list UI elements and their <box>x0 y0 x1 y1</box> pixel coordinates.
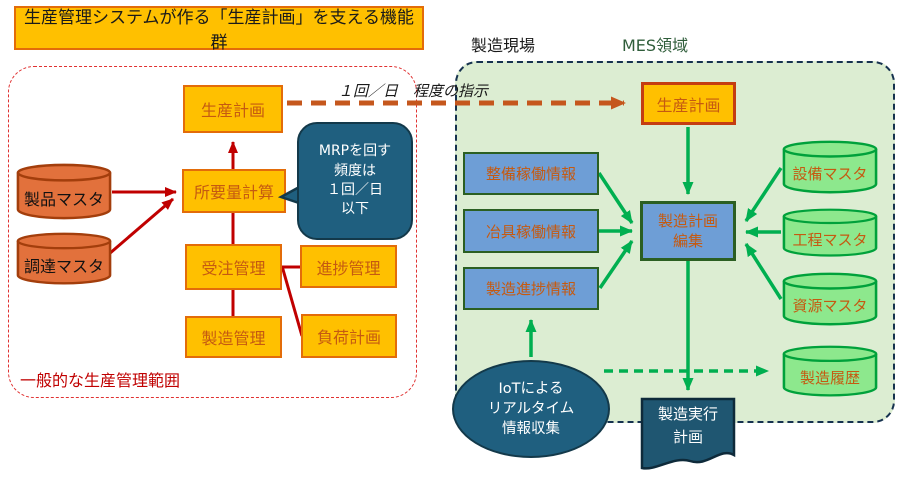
arrow-equipment-master-to-edit <box>744 167 783 222</box>
box-equipment-op-info: 整備稼働情報 <box>463 152 599 195</box>
database-label: 製造履歴 <box>799 369 860 387</box>
box-requirements-calc: 所要量計算 <box>182 169 286 213</box>
box-load-plan: 負荷計画 <box>301 314 397 358</box>
red-connectors <box>108 141 304 337</box>
box-order-mgmt: 受注管理 <box>185 244 282 290</box>
green-connectors <box>525 127 783 391</box>
database-mfg-history: 製造履歴 <box>781 345 879 398</box>
database-procurement-master: 調達マスタ <box>15 232 113 286</box>
database-label: 製品マスタ <box>23 190 104 209</box>
database-process-master: 工程マスタ <box>781 208 879 258</box>
box-production-plan-left: 生産計画 <box>183 85 283 133</box>
cylinder-shape <box>16 163 112 220</box>
cylinder-shape <box>16 232 112 285</box>
arrow-equipment-info-to-edit <box>597 172 634 224</box>
database-resource-master: 資源マスタ <box>781 272 879 327</box>
cylinder-shape <box>782 272 878 326</box>
iot-collection-ellipse: IoTによる リアルタイム 情報収集 <box>452 360 610 458</box>
arrow-resource-master-to-edit <box>744 243 783 300</box>
cylinder-shape <box>782 345 878 397</box>
database-product-master: 製品マスタ <box>15 163 113 221</box>
mrp-callout-bubble: MRPを回す 頻度は １回／日 以下 <box>297 122 413 240</box>
execution-plan-document: 製造実行 計画 <box>640 397 736 473</box>
cylinder-shape <box>782 140 878 194</box>
cylinder-shape <box>782 208 878 257</box>
box-progress-mgmt: 進捗管理 <box>300 245 397 288</box>
database-label: 工程マスタ <box>792 230 868 249</box>
instruction-arrow-label: １回／日 程度の指示 <box>338 82 489 100</box>
database-equipment-master: 設備マスタ <box>781 140 879 195</box>
shop-floor-label: 製造現場 <box>471 36 536 55</box>
document-label: 製造実行 計画 <box>657 405 718 446</box>
box-mfg-plan-edit: 製造計画 編集 <box>640 201 736 261</box>
box-production-plan-right: 生産計画 <box>641 82 736 125</box>
database-label: 資源マスタ <box>792 297 868 315</box>
arrow-procurement-master-to-requirements <box>108 197 174 256</box>
box-mfg-progress-info: 製造進捗情報 <box>463 267 599 310</box>
database-label: 設備マスタ <box>792 165 868 183</box>
mes-domain-label: MES領域 <box>622 36 689 55</box>
title-banner: 生産管理システムが作る「生産計画」を支える機能群 <box>14 6 424 53</box>
left-region-caption: 一般的な生産管理範囲 <box>20 371 181 390</box>
document-shape <box>640 397 736 470</box>
box-manufacturing-mgmt: 製造管理 <box>185 316 282 358</box>
box-jig-op-info: 冶具稼働情報 <box>463 209 599 253</box>
line-order-to-load-plan <box>280 265 304 337</box>
arrow-progress-info-to-edit <box>598 240 634 289</box>
database-label: 調達マスタ <box>23 257 104 276</box>
